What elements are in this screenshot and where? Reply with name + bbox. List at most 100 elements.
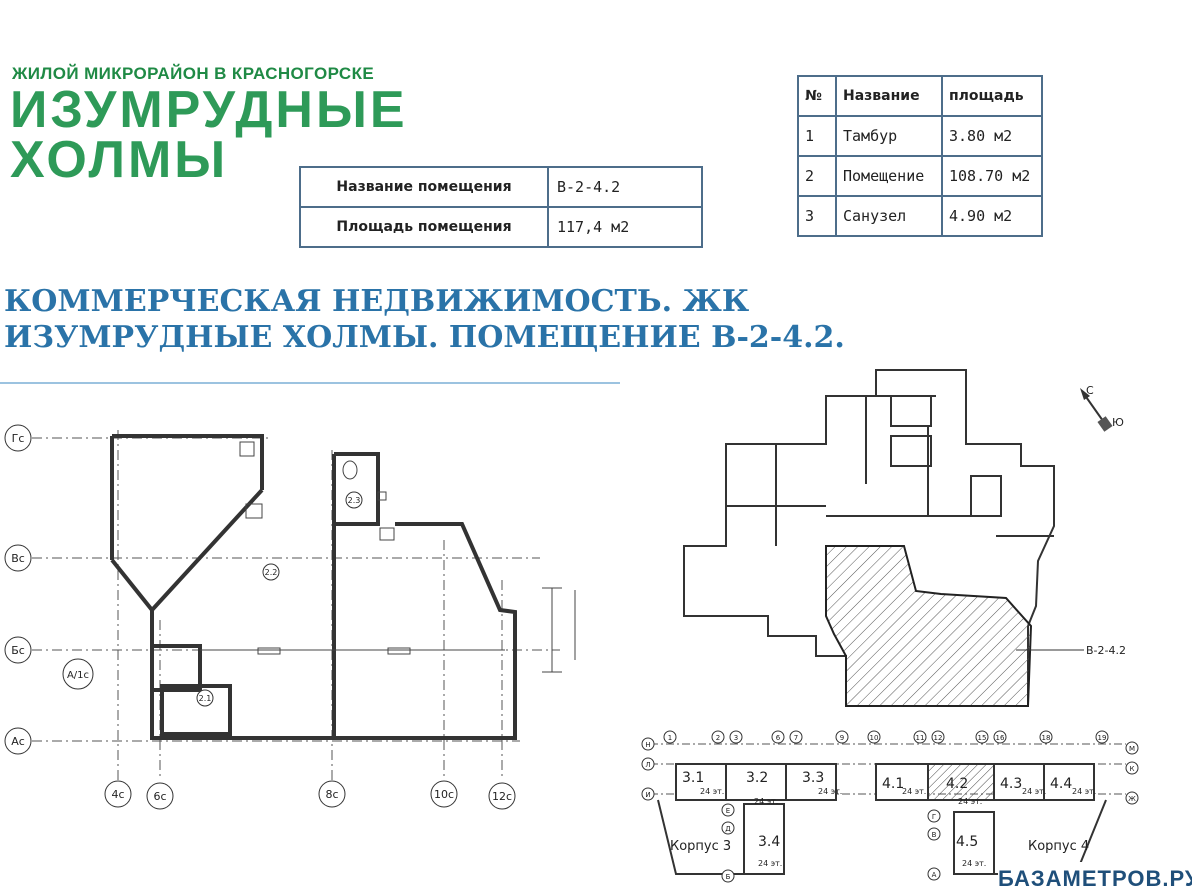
axis-label: Гс	[12, 432, 25, 445]
axis-label: Ж	[1128, 795, 1136, 803]
unit-area-label: Площадь помещения	[299, 206, 549, 248]
compass-icon: С Ю	[1080, 384, 1124, 432]
axis-label: И	[645, 791, 650, 799]
section-floors: 24 эт.	[962, 859, 986, 868]
room-label: 2.2	[265, 568, 278, 577]
section-id: 4.5	[956, 834, 978, 850]
section-id: 3.2	[746, 770, 768, 786]
col-header-num: №	[797, 75, 837, 117]
table-header-row: № Название площадь	[797, 75, 1043, 117]
plan-walls	[110, 434, 517, 740]
table-row: 1 Тамбур 3.80 м2	[797, 115, 1043, 157]
plan-row-axes: Гс Вс Бс А/1с Ас	[4, 424, 94, 755]
axis-label: В	[932, 831, 937, 839]
section-floors: 24 эт.	[902, 787, 926, 796]
compass-south: Ю	[1112, 416, 1124, 429]
axis-label: 8с	[325, 788, 338, 801]
section-id: 3.1	[682, 770, 704, 786]
room-num: 1	[797, 115, 837, 157]
unit-name-label: Название помещения	[299, 166, 549, 208]
room-label: 2.1	[199, 694, 212, 703]
axis-label: 7	[794, 734, 798, 742]
axis-label: Д	[725, 825, 731, 833]
table-row: 2 Помещение 108.70 м2	[797, 155, 1043, 197]
room-name: Помещение	[835, 155, 943, 197]
logo-title-line2: ХОЛМЫ	[10, 131, 229, 189]
building-4-label: Корпус 4	[1028, 839, 1089, 854]
section-id: 4.1	[882, 776, 904, 792]
unit-name-value: В-2-4.2	[547, 166, 703, 208]
site-row-axes: Н Л И Е Д Б М К Ж Г В А	[641, 737, 1139, 883]
unit-info-table: Название помещения В-2-4.2 Площадь помещ…	[299, 166, 703, 248]
axis-label: 6с	[153, 790, 166, 803]
section-floors: 24 эт.	[1022, 787, 1046, 796]
table-row: Название помещения В-2-4.2	[299, 166, 703, 208]
axis-label: Н	[645, 741, 650, 749]
compass-north: С	[1086, 384, 1094, 397]
building-3-label: Корпус 3	[670, 839, 731, 854]
room-name: Тамбур	[835, 115, 943, 157]
logo-title-line1: ИЗУМРУДНЫЕ	[10, 81, 408, 139]
axis-label: А/1с	[67, 670, 89, 681]
axis-label: 11	[916, 734, 925, 742]
site-buildings	[657, 763, 1107, 875]
room-area: 108.70 м2	[941, 155, 1043, 197]
axis-label: Е	[726, 807, 730, 815]
section-floors: 24 эт.	[958, 797, 982, 806]
logo-subtitle: ЖИЛОЙ МИКРОРАЙОН В КРАСНОГОРСКЕ	[12, 64, 375, 83]
plan-details	[200, 441, 576, 673]
axis-label: Вс	[11, 552, 25, 565]
room-label: 2.3	[348, 496, 361, 505]
axis-label: 12	[934, 734, 943, 742]
axis-label: 1	[668, 734, 672, 742]
plan-col-axes: 4с 6с 8с 10с 12с	[104, 780, 516, 810]
site-section-labels: 3.1 24 эт. 3.2 24 эт. 3.3 24 эт. 3.4 24 …	[670, 770, 1096, 868]
highlighted-unit	[825, 545, 1033, 707]
axis-label: А	[932, 871, 937, 879]
title-divider	[0, 382, 620, 384]
room-area: 4.90 м2	[941, 195, 1043, 237]
room-num: 2	[797, 155, 837, 197]
section-floors: 24 эт.	[758, 859, 782, 868]
axis-label: 9	[840, 734, 844, 742]
axis-label: 4с	[111, 788, 124, 801]
col-header-area: площадь	[941, 75, 1043, 117]
room-num: 3	[797, 195, 837, 237]
watermark-logo: БАЗАМЕТРОВ.РУ	[998, 862, 1192, 895]
axis-label: 12с	[492, 790, 512, 803]
axis-label: 10с	[434, 788, 454, 801]
axis-label: 19	[1098, 734, 1107, 742]
page-title: КОММЕРЧЕСКАЯ НЕДВИЖИМОСТЬ. ЖК ИЗУМРУДНЫЕ…	[4, 284, 845, 355]
axis-label: 2	[716, 734, 720, 742]
room-name: Санузел	[835, 195, 943, 237]
axis-label: Ас	[11, 735, 25, 748]
axis-label: Б	[726, 873, 731, 881]
axis-label: К	[1130, 765, 1135, 773]
axis-label: М	[1129, 745, 1135, 753]
floor-plan: В-2-4.2 С Ю	[683, 369, 1126, 707]
axis-label: 3	[734, 734, 738, 742]
section-floors: 24 эт.	[754, 797, 778, 806]
axis-label: 18	[1042, 734, 1051, 742]
site-plan: 3.1 24 эт. 3.2 24 эт. 3.3 24 эт. 3.4 24 …	[641, 730, 1139, 883]
col-header-name: Название	[835, 75, 943, 117]
axis-label: Л	[645, 761, 650, 769]
section-id: 4.4	[1050, 776, 1072, 792]
unit-label: В-2-4.2	[1086, 644, 1126, 657]
axis-label: 15	[978, 734, 987, 742]
axis-label: 6	[776, 734, 781, 742]
table-row: 3 Санузел 4.90 м2	[797, 195, 1043, 237]
section-floors: 24 эт.	[818, 787, 842, 796]
section-floors: 24 эт.	[700, 787, 724, 796]
section-floors: 24 эт.	[1072, 787, 1096, 796]
axis-label: 16	[996, 734, 1005, 742]
axis-label: Г	[932, 813, 936, 821]
room-area: 3.80 м2	[941, 115, 1043, 157]
plan-room-labels: 2.2 2.3 2.1	[196, 491, 363, 707]
table-row: Площадь помещения 117,4 м2	[299, 206, 703, 248]
rooms-table: № Название площадь 1 Тамбур 3.80 м2 2 По…	[797, 75, 1043, 237]
axis-label: 10	[870, 734, 879, 742]
section-id: 3.4	[758, 834, 780, 850]
unit-area-value: 117,4 м2	[547, 206, 703, 248]
section-id: 4.3	[1000, 776, 1022, 792]
